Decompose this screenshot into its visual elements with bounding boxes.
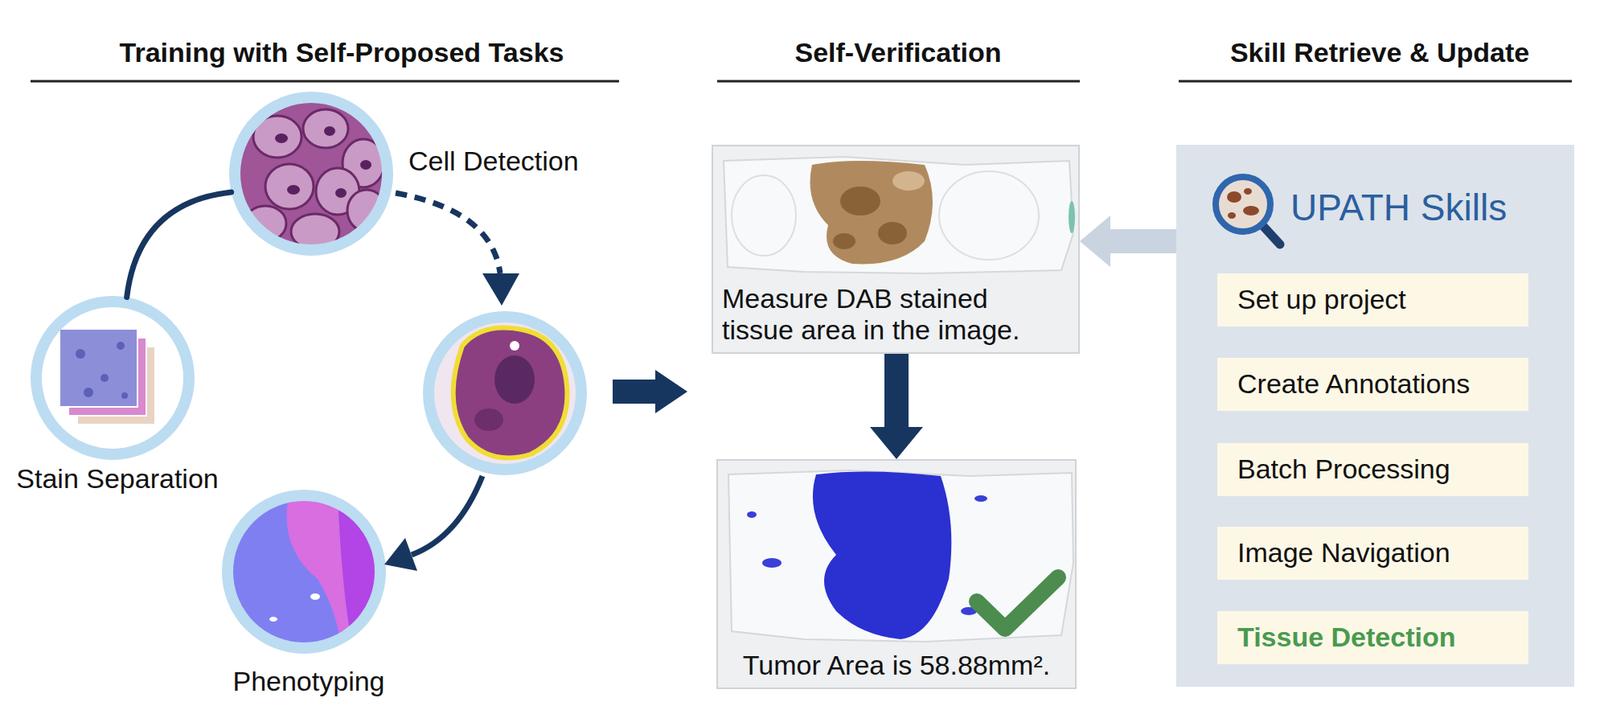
skill-box: Image Navigation bbox=[1217, 526, 1529, 580]
skill-name: Tissue Detection bbox=[1237, 621, 1456, 653]
section-heading: Self-Verification bbox=[795, 36, 1002, 69]
section-heading: Training with Self-Proposed Tasks bbox=[119, 36, 565, 69]
block-arrow bbox=[1079, 215, 1177, 267]
nucleus bbox=[287, 184, 300, 195]
task-circle: Stain Separation bbox=[32, 297, 193, 459]
lens-spot bbox=[1226, 191, 1242, 203]
stain-layer bbox=[59, 328, 138, 407]
nucleus bbox=[360, 160, 372, 170]
dab-region bbox=[810, 160, 934, 264]
tissue-ground bbox=[424, 312, 586, 474]
detected-bit bbox=[762, 557, 782, 568]
cell bbox=[265, 164, 314, 210]
tissue-outline bbox=[723, 156, 1074, 274]
skill-box: Create Annotations bbox=[1217, 357, 1529, 411]
verification-text: Measure DAB stained tissue area in the i… bbox=[719, 283, 1047, 346]
dab-spot bbox=[832, 233, 856, 250]
result-image-box: Tumor Area is 58.88mm². bbox=[716, 459, 1077, 690]
cycle-arrow bbox=[127, 192, 232, 298]
connector bbox=[1079, 215, 1177, 267]
circle-ring bbox=[36, 301, 189, 455]
skills-panel bbox=[1176, 144, 1575, 687]
nucleus bbox=[324, 126, 336, 136]
nucleus bbox=[274, 133, 288, 144]
tissue-core bbox=[474, 408, 504, 431]
skill-name: Set up project bbox=[1237, 283, 1407, 316]
dab-spot bbox=[877, 221, 907, 245]
tissue-outline bbox=[728, 470, 1074, 642]
skill-name: Batch Processing bbox=[1237, 453, 1451, 485]
lens-spot bbox=[1227, 212, 1236, 219]
detected-bit bbox=[746, 511, 757, 518]
tissue-lobe bbox=[939, 171, 1039, 260]
task-circle: Phenotyping bbox=[223, 491, 385, 653]
check-mark bbox=[976, 577, 1059, 629]
skill-box: Set up project bbox=[1217, 273, 1529, 327]
lens-spot bbox=[1243, 205, 1260, 216]
big-arrow bbox=[612, 369, 688, 414]
slide-image-box: Measure DAB stained tissue area in the i… bbox=[711, 144, 1080, 354]
phenotype-image bbox=[223, 491, 386, 653]
circle-ring bbox=[428, 316, 582, 470]
phenotype-spot bbox=[269, 616, 278, 622]
task-circle: Cell Detection bbox=[230, 93, 392, 255]
dab-spot bbox=[840, 186, 881, 216]
tissue-core bbox=[494, 355, 535, 404]
section-heading: Skill Retrieve & Update bbox=[1230, 36, 1530, 69]
stain-dot bbox=[121, 392, 128, 399]
circle-ring bbox=[227, 495, 381, 649]
cell-ground bbox=[233, 96, 394, 258]
block-arrow bbox=[869, 353, 924, 460]
task-label: Phenotyping bbox=[232, 665, 385, 698]
cell-image bbox=[233, 96, 394, 258]
stain-image bbox=[32, 297, 193, 459]
task-label: Stain Separation bbox=[16, 463, 218, 495]
stain-dot bbox=[83, 387, 94, 398]
skill-name: Image Navigation bbox=[1237, 537, 1451, 569]
heading-rule bbox=[30, 80, 620, 83]
heading-rule bbox=[1178, 80, 1572, 83]
panel-title: UPATH Skills bbox=[1290, 186, 1507, 230]
stain-ground bbox=[32, 297, 193, 459]
magnifier-lens bbox=[1215, 176, 1271, 232]
slide-ground bbox=[716, 459, 1077, 690]
connector bbox=[127, 192, 232, 298]
arrow-head bbox=[384, 537, 418, 571]
lens-spot bbox=[1243, 188, 1252, 195]
cell bbox=[303, 109, 349, 148]
cycle-arrow bbox=[411, 475, 483, 555]
heading-rule bbox=[717, 80, 1080, 83]
skills-panel: UPATH SkillsSet up projectCreate Annotat… bbox=[1176, 144, 1575, 687]
magnifier-handle bbox=[1262, 225, 1280, 245]
verification-text: Tumor Area is 58.88mm². bbox=[740, 649, 1053, 682]
phenotype-spot bbox=[310, 593, 320, 600]
connector bbox=[869, 353, 924, 460]
stain-dot bbox=[100, 373, 109, 382]
task-label: Cell Detection bbox=[408, 145, 579, 177]
tissue-lumen bbox=[509, 340, 520, 351]
dotted-arrow bbox=[395, 192, 501, 274]
slide-ground bbox=[711, 144, 1080, 354]
stain-dot bbox=[75, 348, 86, 359]
green-stain bbox=[1068, 201, 1075, 234]
skill-box: Tissue Detection bbox=[1217, 611, 1529, 665]
tissue-blob bbox=[453, 328, 568, 459]
arrow-head bbox=[482, 273, 520, 306]
circle-ring bbox=[234, 97, 388, 251]
detected-region bbox=[812, 471, 952, 640]
nucleus bbox=[335, 188, 347, 198]
tissue-lobe bbox=[731, 175, 796, 256]
tissue-image bbox=[424, 312, 586, 474]
detected-bit bbox=[974, 495, 988, 502]
dab-spot bbox=[892, 171, 925, 191]
skill-box: Batch Processing bbox=[1217, 443, 1529, 497]
stain-dot bbox=[116, 341, 125, 350]
skill-name: Create Annotations bbox=[1237, 368, 1470, 400]
